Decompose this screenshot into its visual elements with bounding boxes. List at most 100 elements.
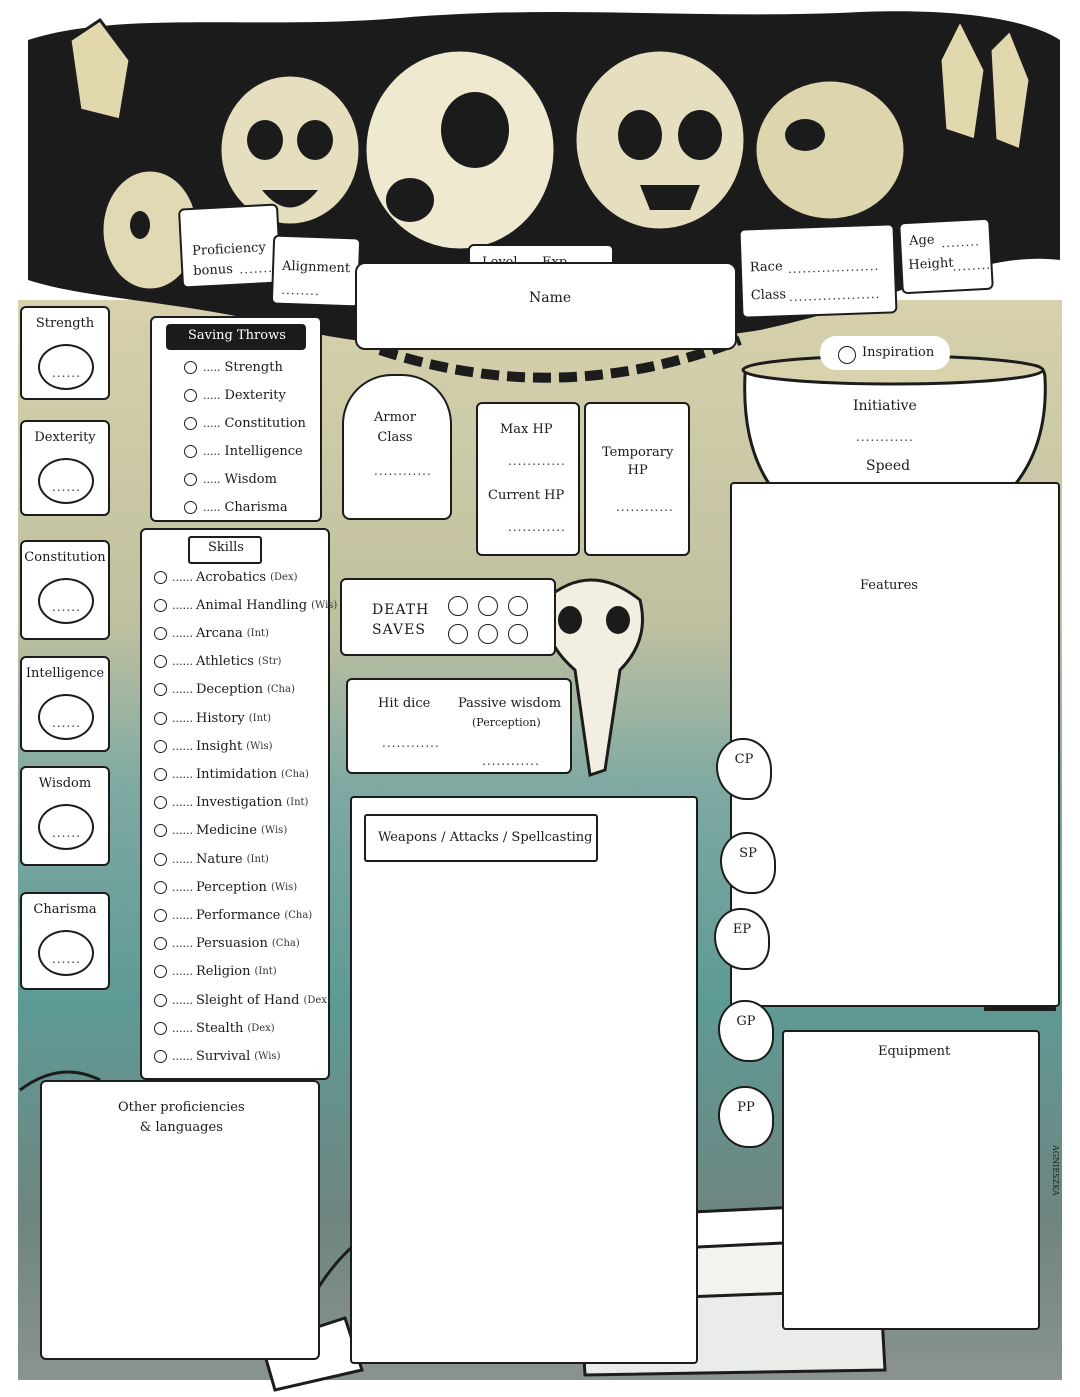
skill-label: Investigation (195, 795, 283, 811)
skill-sleight-of-hand[interactable]: ......Sleight of Hand(Dex) (154, 987, 331, 1013)
death-save-failure-1[interactable] (448, 624, 468, 644)
death-save-success-2[interactable] (478, 596, 498, 616)
proficiency-bubble[interactable] (154, 965, 167, 979)
passive-wisdom-input[interactable] (478, 744, 542, 762)
proficiency-bubble[interactable] (154, 711, 167, 725)
character-name-input[interactable] (380, 312, 714, 336)
inspiration-checkbox[interactable] (838, 346, 856, 364)
skill-medicine[interactable]: ......Medicine(Wis) (154, 818, 287, 844)
race-input[interactable] (786, 262, 890, 280)
ability-score-circle[interactable]: ...... (38, 344, 94, 390)
ability-score-circle[interactable]: ...... (38, 458, 94, 504)
features-input[interactable] (746, 610, 1046, 994)
skill-dots: ...... (172, 937, 193, 951)
saving-throw-wisdom[interactable]: .....Wisdom (184, 466, 277, 492)
proficiency-bubble[interactable] (154, 767, 167, 781)
proficiency-input[interactable] (236, 255, 278, 273)
ability-score-circle[interactable]: ...... (38, 930, 94, 976)
death-save-success-3[interactable] (508, 596, 528, 616)
ability-score-value: ...... (52, 480, 81, 494)
skill-ability: (Wis) (254, 1050, 281, 1062)
coin-cp[interactable]: CP (716, 738, 772, 800)
proficiency-bubble[interactable] (154, 852, 167, 866)
proficiency-bubble[interactable] (184, 444, 197, 458)
skill-arcana[interactable]: ......Arcana(Int) (154, 620, 269, 646)
initiative-input[interactable] (850, 420, 940, 438)
skill-athletics[interactable]: ......Athletics(Str) (154, 649, 281, 675)
proficiency-bubble[interactable] (154, 1021, 167, 1035)
proficiency-bubble[interactable] (154, 570, 167, 584)
initiative-label: Initiative (853, 398, 917, 414)
proficiency-bubble[interactable] (154, 908, 167, 922)
coin-label: PP (737, 1100, 755, 1115)
age-input[interactable] (940, 232, 990, 248)
skill-animal-handling[interactable]: ......Animal Handling(Wis) (154, 592, 337, 618)
proficiency-bubble[interactable] (184, 388, 197, 402)
skill-label: Medicine (195, 823, 257, 839)
death-save-failure-2[interactable] (478, 624, 498, 644)
other-proficiencies-input[interactable] (52, 1140, 312, 1344)
skill-persuasion[interactable]: ......Persuasion(Cha) (154, 931, 300, 957)
skill-performance[interactable]: ......Performance(Cha) (154, 902, 312, 928)
coin-pp[interactable]: PP (718, 1086, 774, 1148)
skill-acrobatics[interactable]: ......Acrobatics(Dex) (154, 564, 298, 590)
death-save-failure-3[interactable] (508, 624, 528, 644)
proficiency-bubble[interactable] (154, 993, 167, 1007)
skill-religion[interactable]: ......Religion(Int) (154, 959, 277, 985)
height-input[interactable] (950, 256, 992, 272)
skill-perception[interactable]: ......Perception(Wis) (154, 874, 297, 900)
proficiency-bubble[interactable] (184, 416, 197, 430)
weapons-input[interactable] (366, 876, 686, 1200)
hit-dice-input[interactable] (378, 726, 442, 744)
skill-investigation[interactable]: ......Investigation(Int) (154, 790, 308, 816)
armor-class-input[interactable] (372, 474, 426, 494)
temporary-hp-input[interactable] (610, 496, 670, 514)
coin-sp[interactable]: SP (720, 832, 776, 894)
skill-ability: (Wis) (246, 740, 273, 752)
saving-throw-strength[interactable]: .....Strength (184, 354, 283, 380)
proficiency-bubble[interactable] (154, 683, 167, 697)
saving-throw-dexterity[interactable]: .....Dexterity (184, 382, 286, 408)
saving-throw-intelligence[interactable]: .....Intelligence (184, 438, 303, 464)
skill-intimidation[interactable]: ......Intimidation(Cha) (154, 761, 309, 787)
proficiency-bubble[interactable] (154, 626, 167, 640)
proficiency-bubble[interactable] (184, 472, 197, 486)
current-hp-input[interactable] (500, 516, 560, 534)
ability-label: Strength (35, 316, 95, 331)
saving-throw-charisma[interactable]: .....Charisma (184, 494, 288, 520)
proficiency-bubble[interactable] (184, 360, 197, 374)
proficiency-bubble[interactable] (184, 500, 197, 514)
equipment-input[interactable] (796, 1070, 1030, 1264)
saving-throw-constitution[interactable]: .....Constitution (184, 410, 306, 436)
alignment-input[interactable] (282, 280, 356, 298)
skill-insight[interactable]: ......Insight(Wis) (154, 733, 273, 759)
ability-score-circle[interactable]: ...... (38, 804, 94, 850)
skill-ability: (Int) (246, 853, 269, 865)
class-input[interactable] (786, 290, 890, 308)
proficiency-bubble[interactable] (154, 796, 167, 810)
skill-ability: (Int) (254, 966, 277, 978)
skill-history[interactable]: ......History(Int) (154, 705, 271, 731)
proficiency-bubble[interactable] (154, 1049, 167, 1063)
proficiency-bubble[interactable] (154, 739, 167, 753)
skill-survival[interactable]: ......Survival(Wis) (154, 1043, 280, 1069)
skill-ability: (Int) (246, 627, 269, 639)
proficiency-bubble[interactable] (154, 655, 167, 669)
proficiency-bubble[interactable] (154, 598, 167, 612)
skill-ability: (Str) (257, 656, 282, 668)
coin-gp[interactable]: GP (718, 1000, 774, 1062)
ability-score-circle[interactable]: ...... (38, 578, 94, 624)
ability-score-circle[interactable]: ...... (38, 694, 94, 740)
skill-nature[interactable]: ......Nature(Int) (154, 846, 269, 872)
skill-ability: (Wis) (260, 825, 288, 837)
proficiency-bubble[interactable] (154, 937, 167, 951)
proficiency-bubble[interactable] (154, 824, 167, 838)
max-hp-input[interactable] (500, 450, 560, 468)
skill-dots: ...... (172, 1021, 193, 1035)
proficiency-bubble[interactable] (154, 880, 167, 894)
death-save-success-1[interactable] (448, 596, 468, 616)
coin-ep[interactable]: EP (714, 908, 770, 970)
skill-label: Arcana (195, 625, 243, 641)
skill-stealth[interactable]: ......Stealth(Dex) (154, 1015, 275, 1041)
skill-deception[interactable]: ......Deception(Cha) (154, 677, 295, 703)
